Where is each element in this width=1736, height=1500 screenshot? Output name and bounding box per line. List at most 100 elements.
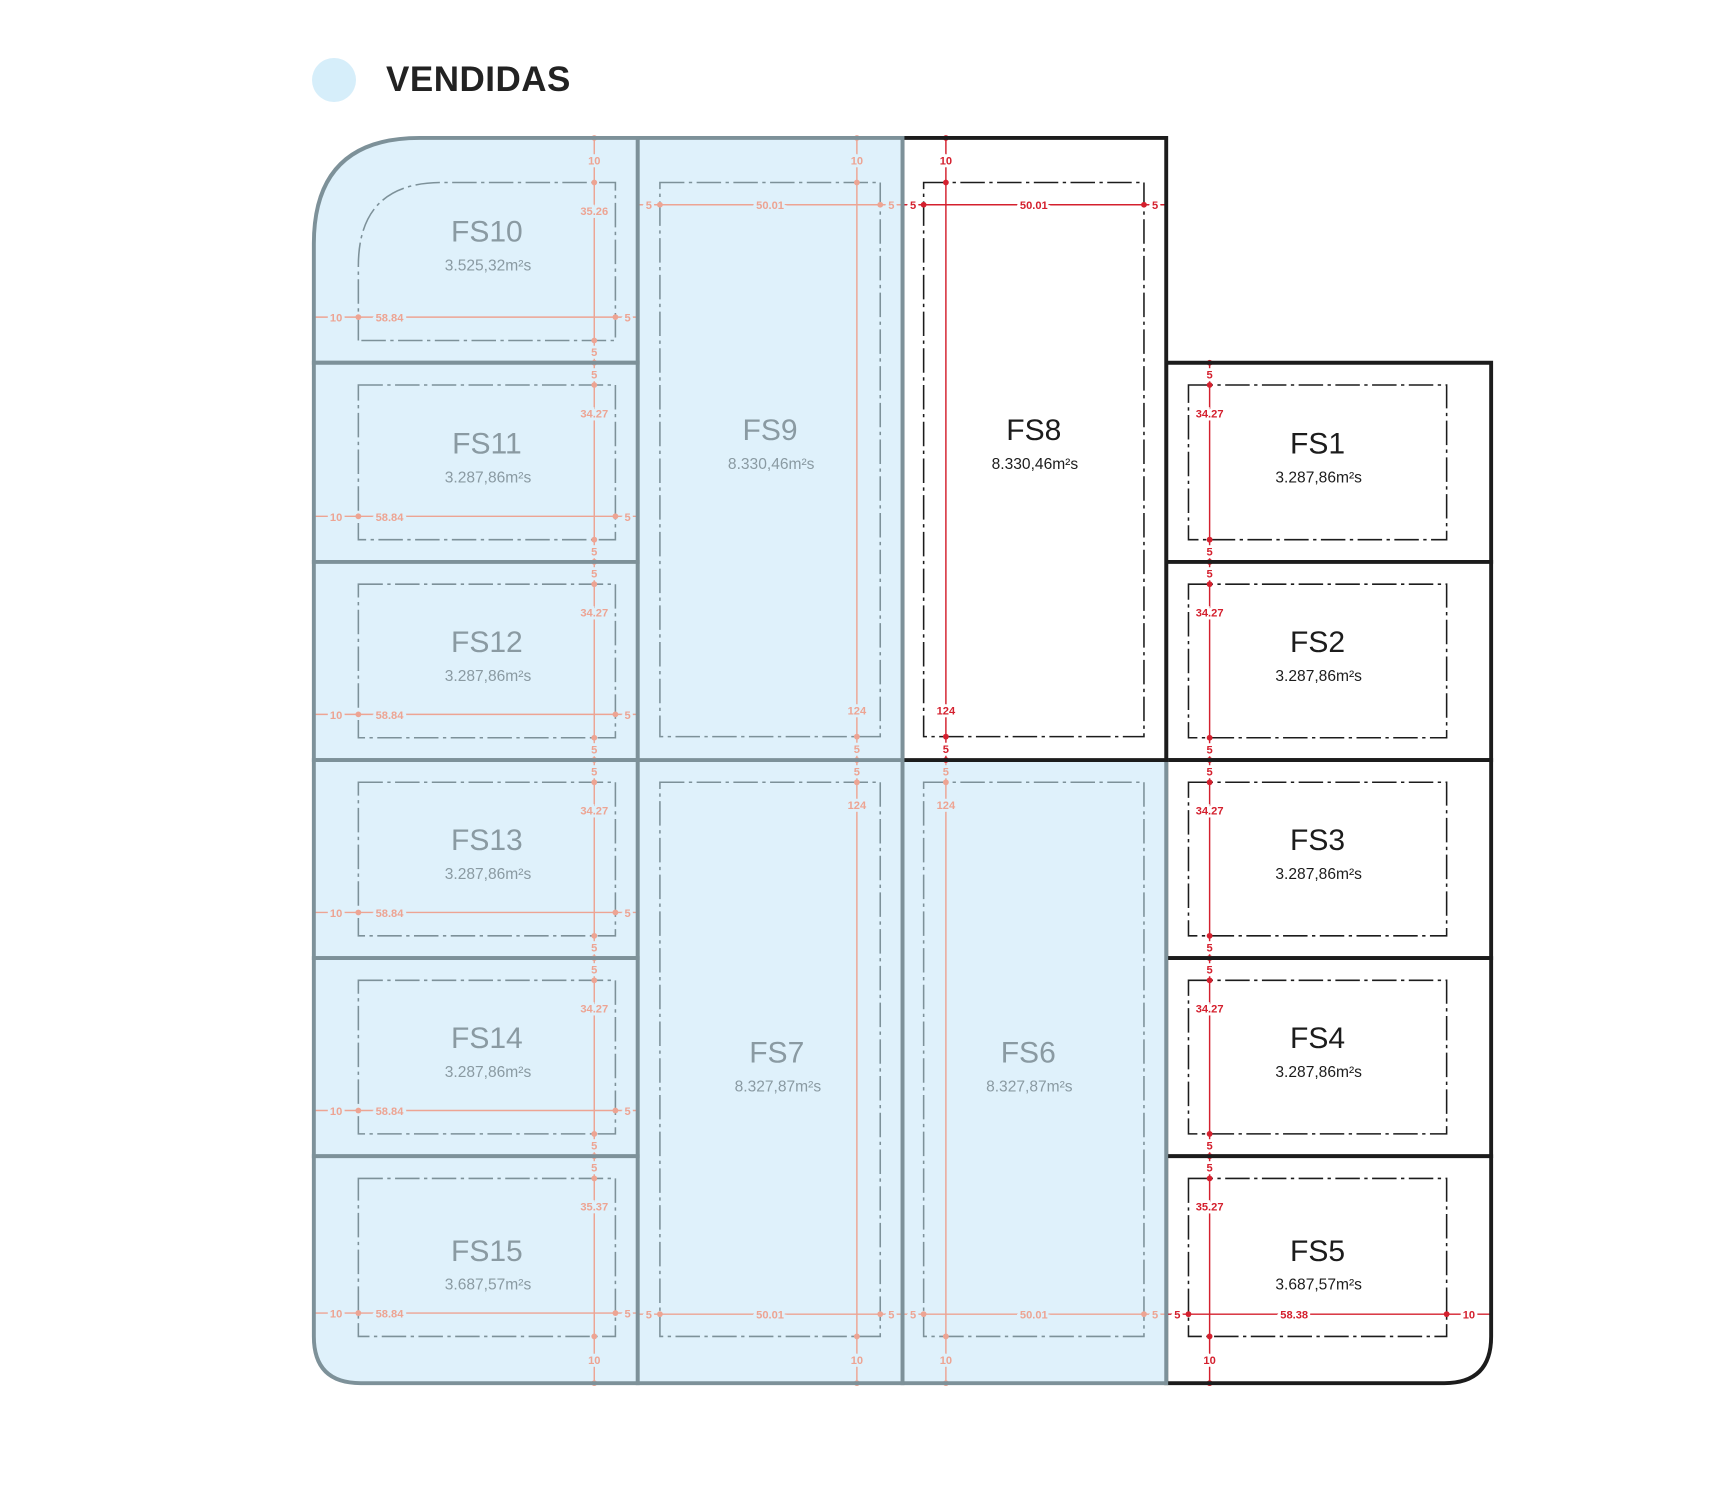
lot-fill: [1166, 958, 1492, 1157]
dimension-tick: [943, 1333, 949, 1340]
lot-name: FS8: [1006, 414, 1061, 447]
dimension-label-left: 5: [1174, 1310, 1180, 1322]
dimension-label-width: 58.38: [1280, 1310, 1308, 1322]
dimension-tick: [853, 179, 860, 186]
buildable-area-outline: [357, 781, 617, 937]
dimension-tick: [943, 733, 949, 740]
dimension-label-bottom: 10: [1203, 1355, 1215, 1367]
lot-area: 8.330,46m²s: [992, 456, 1079, 473]
lot-name: FS1: [1290, 427, 1345, 460]
dimension-tick: [591, 536, 598, 543]
lot-fill: [1166, 1156, 1492, 1384]
dimension-tick: [1206, 1333, 1213, 1340]
lot-name: FS15: [451, 1235, 523, 1268]
dimension-tick: [1206, 977, 1213, 984]
dimension-tick: [591, 337, 598, 344]
dimension-tick: [1206, 536, 1213, 543]
lot-fill: [637, 137, 903, 761]
dimension-label-right: 5: [625, 1106, 631, 1118]
dimension-label-height: 34.27: [580, 607, 608, 619]
dimension-label-top: 5: [1207, 569, 1213, 581]
dimension-tick: [591, 779, 598, 786]
dimension-label-height: 34.27: [1196, 607, 1224, 619]
dimension-tick: [355, 513, 362, 520]
dimension-label-top: 10: [940, 156, 952, 168]
buildable-area-outline: [357, 384, 617, 541]
lot-area: 8.330,46m²s: [728, 456, 815, 473]
dimension-tick: [1206, 1131, 1213, 1137]
dimension-tick: [1206, 779, 1213, 786]
lot-area: 3.525,32m²s: [445, 257, 532, 274]
dimension-tick: [591, 932, 598, 939]
dimension-label-right: 10: [1463, 1310, 1475, 1322]
dimension-label-height: 34.27: [1196, 1004, 1224, 1016]
dimension-label-left: 5: [646, 200, 652, 212]
dimension-label-width: 58.84: [376, 1106, 405, 1118]
lot-fill: [313, 958, 638, 1157]
lot-fill: [313, 1156, 638, 1384]
dimension-label-height: 34.27: [580, 806, 608, 818]
dimension-label-top: 5: [591, 569, 597, 581]
dimension-tick: [1185, 1311, 1192, 1318]
lot-area: 8.327,87m²s: [986, 1079, 1073, 1096]
dimension-label-bottom: 10: [851, 1355, 863, 1367]
dimension-tick: [355, 1107, 362, 1114]
dimension-tick: [1206, 932, 1213, 939]
lot-fill: [1166, 561, 1492, 761]
dimension-tick: [591, 179, 598, 186]
lot-name: FS3: [1290, 824, 1345, 857]
dimension-label-top: 5: [1207, 767, 1213, 779]
dimension-label-right: 5: [1152, 1310, 1158, 1322]
lot-fill: [1166, 362, 1492, 562]
dimension-label-top: 10: [851, 156, 863, 168]
dimension-label-left: 5: [646, 1310, 652, 1322]
lot-boundary: [311, 1154, 640, 1386]
dimension-label-right: 5: [625, 313, 631, 325]
dimension-tick: [657, 201, 663, 208]
dimension-tick: [591, 1131, 598, 1137]
lot-name: FS7: [749, 1037, 804, 1070]
lot-area: 3.287,86m²s: [445, 668, 532, 685]
dimension-tick: [1206, 734, 1213, 741]
dimension-label-width: 50.01: [1020, 1310, 1048, 1322]
lot-area: 3.287,86m²s: [1275, 866, 1362, 883]
dimension-label-height: 34.27: [580, 1004, 608, 1016]
dimension-label-bottom: 5: [591, 942, 597, 954]
buildable-area-outline: [659, 181, 882, 738]
dimension-tick: [943, 179, 949, 186]
dimension-label-width: 58.84: [376, 710, 405, 722]
dimension-label-bottom: 5: [591, 546, 597, 558]
lot-area: 3.287,86m²s: [1275, 1064, 1362, 1081]
dimension-tick: [591, 382, 598, 388]
dimension-label-left: 10: [330, 512, 342, 524]
lot-fill: [313, 561, 638, 761]
dimension-tick: [853, 1333, 860, 1340]
dimension-label-height: 124: [937, 705, 956, 717]
dimension-label-top: 5: [591, 369, 597, 381]
lot-area: 3.287,86m²s: [445, 469, 532, 486]
dimension-tick: [1141, 1311, 1147, 1318]
dimension-label-top: 5: [1207, 1163, 1213, 1175]
lot-name: FS4: [1290, 1022, 1345, 1055]
dimension-label-left: 5: [910, 1310, 916, 1322]
dimension-tick: [355, 1310, 362, 1316]
dimension-label-bottom: 5: [1207, 1140, 1213, 1152]
lot-name: FS13: [451, 824, 523, 857]
dimension-label-height: 35.26: [580, 206, 608, 218]
dimension-tick: [591, 1175, 598, 1182]
